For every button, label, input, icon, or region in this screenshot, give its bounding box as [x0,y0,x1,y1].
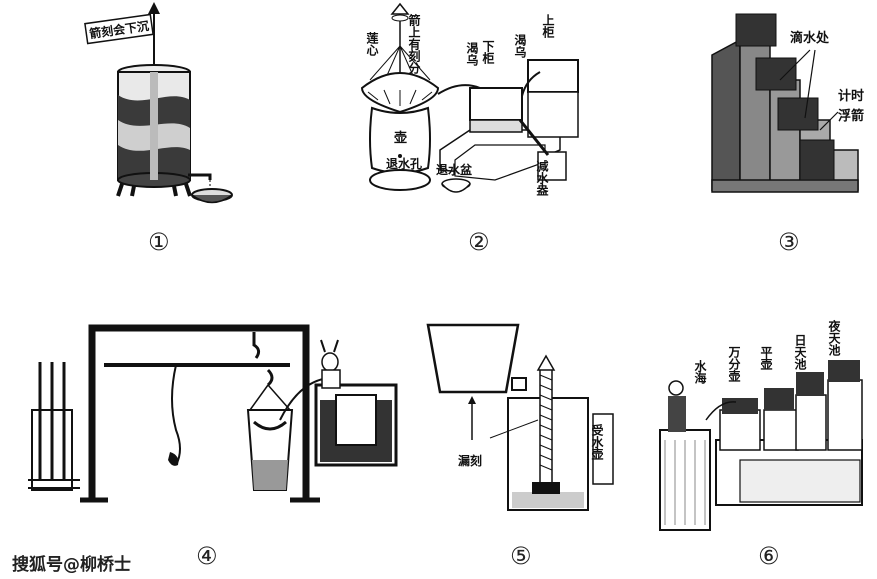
timer-label: 计时 [838,88,864,104]
drain-hole-label: 退水孔 [386,156,422,171]
panel-6-number: ⑥ [758,542,780,570]
float-vessel [799,139,835,181]
panel-5-number: ⑤ [510,542,532,570]
panel-6-drawing [659,360,863,531]
panel-1-drawing: 箭刻会下沉 [84,2,233,204]
arrow-head-icon [148,2,160,14]
panel-5-drawing [426,323,614,511]
arrow-tag [84,13,154,45]
panel-4-drawing [28,324,398,503]
yetian-pool [828,360,860,382]
lower-cabinet-label: 下柜 [481,40,495,64]
arrow-scale-label: 箭上有刻分 [407,13,421,75]
ritian-label: 日天池 [793,334,807,371]
sea-label: 水海 [693,359,707,385]
panel-2-number: ② [468,228,490,256]
panel-3-drawing [711,13,859,193]
panel-1-number: ① [148,228,170,256]
crow-right-label: 渴乌 [513,33,527,59]
lower-cabinet [469,87,523,121]
drip-vessel-2 [755,57,797,91]
drain-basin-label: 退水盆 [436,162,473,177]
pot-label: 壶 [394,130,407,146]
wanfen-label: 万分壶 [727,346,741,383]
panel-4-number: ④ [196,542,218,570]
reduce-pot-label: 减水盎 [535,159,549,197]
receiver-label: 受水壶 [590,423,604,461]
watermark: 搜狐号@柳桥士 [12,555,131,575]
panel-2-drawing [360,2,579,193]
main-pot [369,106,431,174]
yetian-label: 夜天池 [827,319,841,357]
wanfen-pot [722,398,758,414]
stepped-tower [711,38,741,192]
drip-label: 滴水处 [790,30,830,46]
drip-vessel-1 [735,13,777,47]
ping-pot [764,388,794,410]
panel-3-number: ③ [778,228,800,256]
ping-label: 平壶 [759,346,773,371]
upper-cabinet [527,59,579,93]
clepsydra-arrow-label: 漏刻 [458,453,482,468]
arrow-up-icon [536,354,556,371]
lotus-heart-label: 莲心 [365,31,379,57]
drip-vessel-3 [777,97,819,131]
float-arrow-label: 浮箭 [838,108,864,124]
ritian-pool [796,372,824,396]
funnel-vessel [426,323,520,394]
balance-frame [88,324,310,500]
crow-left-label: 渴乌 [465,41,479,67]
upper-cabinet-label: 上柜 [541,13,555,38]
